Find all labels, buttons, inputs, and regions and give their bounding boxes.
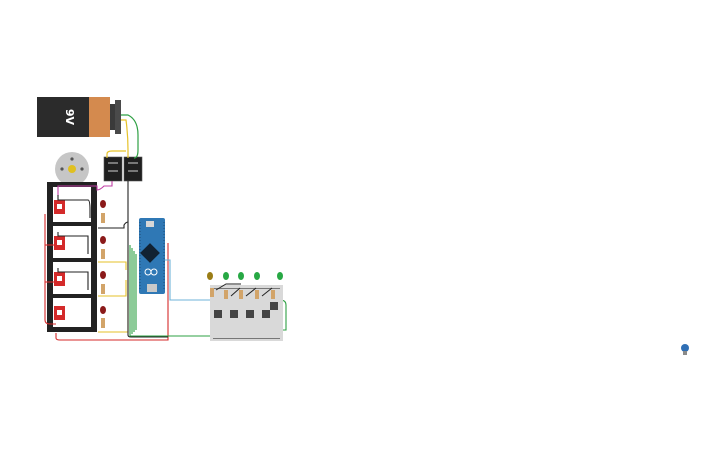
wire-red-left xyxy=(44,214,56,325)
battery-terminal xyxy=(115,100,121,134)
right-led-4[interactable] xyxy=(254,272,260,280)
relay-module-right[interactable] xyxy=(123,156,143,182)
capacitor-body[interactable] xyxy=(681,344,689,352)
motor-shaft xyxy=(68,165,76,173)
left-resistor-1[interactable] xyxy=(101,213,105,223)
left-led-3[interactable] xyxy=(100,271,106,279)
battery-wire-green xyxy=(121,114,139,159)
wire-black-1 xyxy=(57,195,91,218)
battery-cap xyxy=(89,97,110,137)
right-leds[interactable] xyxy=(207,272,283,280)
left-resistor-3[interactable] xyxy=(101,284,105,294)
left-rail xyxy=(47,182,53,332)
red-modules[interactable] xyxy=(54,200,65,320)
arduino-micro[interactable] xyxy=(139,218,165,294)
battery-label: 9V xyxy=(63,109,76,126)
right-resistor-1[interactable] xyxy=(210,288,214,297)
battery-terminal-block xyxy=(110,104,115,130)
wire-yellow-2 xyxy=(98,280,127,297)
right-led-2[interactable] xyxy=(223,272,229,280)
usb-port[interactable] xyxy=(147,284,157,292)
right-led-5[interactable] xyxy=(277,272,283,280)
battery-wires[interactable] xyxy=(106,114,139,159)
right-resistor-3[interactable] xyxy=(239,290,243,299)
dc-motor[interactable] xyxy=(55,152,89,186)
right-resistor-5[interactable] xyxy=(271,290,275,299)
push-button-2[interactable] xyxy=(230,310,238,318)
left-led-4[interactable] xyxy=(100,306,106,314)
reset-button[interactable] xyxy=(146,221,154,227)
push-button-1[interactable] xyxy=(214,310,222,318)
push-button-3[interactable] xyxy=(246,310,254,318)
right-resistor-4[interactable] xyxy=(255,290,259,299)
right-led-1[interactable] xyxy=(207,272,213,280)
push-button-4[interactable] xyxy=(262,310,270,318)
battery-9v[interactable]: 9V xyxy=(37,97,121,137)
right-resistor-2[interactable] xyxy=(224,290,228,299)
wire-blue xyxy=(165,259,212,301)
relay-module-left[interactable] xyxy=(103,156,123,182)
relay-wire-yellow xyxy=(106,150,126,158)
wire-black-main xyxy=(127,181,168,338)
arduino-chip xyxy=(140,243,160,263)
left-resistor-4[interactable] xyxy=(101,318,105,328)
left-breadboard[interactable] xyxy=(47,182,97,332)
left-wires[interactable] xyxy=(44,181,169,341)
left-led-2[interactable] xyxy=(100,236,106,244)
left-leds[interactable] xyxy=(100,200,106,328)
wire-magenta xyxy=(57,181,113,196)
wire-red-bottom xyxy=(55,243,169,341)
relay-modules[interactable] xyxy=(103,156,143,182)
blue-capacitor[interactable] xyxy=(681,344,689,355)
wire-yellow-1 xyxy=(98,261,127,270)
wire-green-main xyxy=(129,245,212,337)
push-button-5[interactable] xyxy=(270,302,278,310)
right-led-3[interactable] xyxy=(238,272,244,280)
left-led-1[interactable] xyxy=(100,200,106,208)
right-black-wires[interactable] xyxy=(215,283,273,297)
right-rail xyxy=(91,182,97,332)
battery-body xyxy=(37,97,90,137)
right-resistors[interactable] xyxy=(210,288,275,299)
push-buttons[interactable] xyxy=(214,302,278,318)
battery-wire-yellow xyxy=(121,119,129,158)
left-resistor-2[interactable] xyxy=(101,249,105,259)
